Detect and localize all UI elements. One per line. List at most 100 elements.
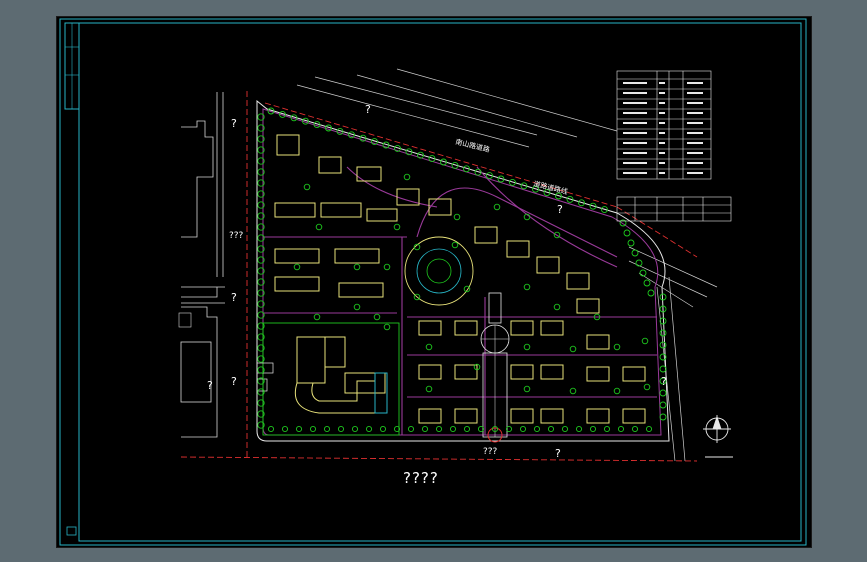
sheet-stamp bbox=[66, 526, 77, 536]
apartment-block bbox=[366, 208, 398, 222]
tree bbox=[257, 267, 265, 275]
site-boundary bbox=[256, 99, 670, 442]
tree bbox=[257, 355, 265, 363]
mark-5: ? bbox=[231, 375, 237, 388]
legend-entry-line bbox=[659, 162, 665, 164]
tree bbox=[302, 117, 309, 125]
apartment-block bbox=[510, 364, 534, 380]
apartment-block bbox=[540, 408, 564, 424]
apartment-block bbox=[276, 134, 300, 156]
legend-entry-line bbox=[659, 102, 665, 104]
tree bbox=[659, 365, 667, 373]
apartment-block bbox=[338, 282, 384, 298]
tree bbox=[303, 183, 311, 191]
legend-entry-line bbox=[623, 172, 647, 174]
tree bbox=[257, 278, 265, 286]
legend-entry-line bbox=[623, 82, 647, 84]
apartment-block bbox=[510, 320, 534, 336]
apartment-block bbox=[622, 408, 646, 424]
tree bbox=[359, 134, 367, 142]
apartment-block bbox=[474, 226, 498, 244]
tree bbox=[509, 178, 516, 186]
tree bbox=[578, 199, 585, 207]
tree bbox=[351, 425, 359, 433]
legend-entry-line bbox=[659, 132, 665, 134]
tree bbox=[257, 157, 265, 165]
tree bbox=[313, 121, 321, 129]
apartment-block bbox=[576, 298, 600, 314]
tree bbox=[373, 313, 381, 321]
tree bbox=[257, 113, 265, 121]
tree bbox=[257, 256, 265, 264]
legend-entry-line bbox=[623, 132, 647, 134]
inner-frame bbox=[78, 22, 802, 542]
tree bbox=[257, 366, 265, 374]
tree bbox=[613, 343, 621, 351]
tree bbox=[523, 283, 531, 291]
left-neighborhood bbox=[180, 92, 225, 438]
legend-table-2 bbox=[616, 196, 732, 222]
tree bbox=[382, 141, 390, 149]
tree bbox=[659, 413, 667, 421]
tree bbox=[566, 195, 574, 203]
tree bbox=[257, 399, 265, 407]
tree bbox=[643, 383, 651, 391]
tree bbox=[325, 124, 332, 132]
legend-entry-line bbox=[687, 102, 703, 104]
apartment-block bbox=[428, 198, 452, 216]
apartment-block bbox=[418, 320, 442, 336]
apartment-block bbox=[396, 188, 420, 206]
apartment-block bbox=[454, 364, 478, 380]
tree bbox=[477, 425, 485, 433]
tree bbox=[473, 363, 481, 371]
legend-entry-line bbox=[687, 112, 703, 114]
tree bbox=[589, 425, 597, 433]
tree bbox=[659, 329, 667, 337]
tree bbox=[491, 425, 499, 433]
tree bbox=[428, 155, 436, 163]
tree bbox=[353, 263, 361, 271]
apartment-block bbox=[356, 166, 382, 182]
tree bbox=[293, 263, 301, 271]
tree bbox=[257, 223, 265, 231]
internal-roads bbox=[263, 166, 657, 435]
apartment-block bbox=[418, 408, 442, 424]
mark-3: ? bbox=[557, 203, 563, 216]
tree bbox=[257, 410, 265, 418]
tree bbox=[417, 151, 424, 159]
tree bbox=[474, 168, 482, 176]
tree bbox=[623, 229, 631, 237]
tree bbox=[290, 114, 298, 122]
apartment-block bbox=[586, 366, 610, 382]
legend-table-1 bbox=[616, 70, 712, 180]
tree bbox=[257, 300, 265, 308]
tree bbox=[336, 127, 344, 135]
tree bbox=[659, 377, 667, 385]
legend-entry-line bbox=[687, 172, 703, 174]
mark-2: ? bbox=[365, 103, 371, 116]
tree bbox=[371, 138, 378, 146]
tree bbox=[257, 135, 265, 143]
tree bbox=[639, 269, 647, 277]
apartment-block bbox=[274, 202, 316, 218]
legend-entry-line bbox=[659, 82, 665, 84]
tree bbox=[497, 175, 505, 183]
apartment-block bbox=[540, 364, 564, 380]
tree bbox=[569, 345, 577, 353]
tree bbox=[543, 189, 551, 197]
tree bbox=[257, 179, 265, 187]
legend-entry-line bbox=[687, 152, 703, 154]
tree bbox=[486, 172, 493, 180]
mark-1: ? bbox=[231, 117, 237, 130]
tree bbox=[451, 241, 459, 249]
central-plaza bbox=[404, 236, 510, 443]
tree bbox=[425, 385, 433, 393]
tree bbox=[627, 239, 635, 247]
road-mark-1: ??? bbox=[229, 231, 244, 241]
tree bbox=[257, 322, 265, 330]
tree bbox=[453, 213, 461, 221]
tree bbox=[440, 158, 447, 166]
tree bbox=[659, 305, 667, 313]
tree bbox=[659, 317, 667, 325]
mark-7: ? bbox=[661, 375, 667, 388]
